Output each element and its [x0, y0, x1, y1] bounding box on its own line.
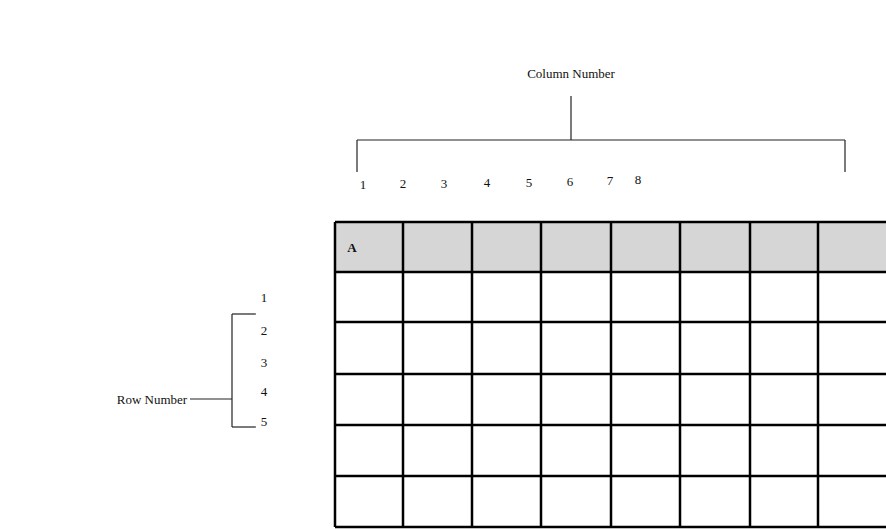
column-number: 6	[567, 175, 574, 188]
column-number: 4	[484, 176, 491, 189]
row-number: 1	[261, 291, 268, 304]
row-bracket	[190, 314, 256, 427]
column-number: 8	[635, 173, 642, 186]
column-number: 7	[607, 174, 614, 187]
row-number: 5	[261, 415, 268, 428]
row-number: 4	[261, 385, 268, 398]
column-number: 3	[441, 177, 448, 190]
row-number: 2	[261, 324, 268, 337]
row-number: 3	[261, 356, 268, 369]
column-bracket	[357, 96, 845, 172]
column-number: 5	[526, 176, 533, 189]
column-number: 1	[360, 178, 367, 191]
table-cell: A	[347, 241, 356, 254]
axis-title: Column Number	[527, 67, 615, 80]
column-number: 2	[400, 177, 407, 190]
axis-title: Row Number	[117, 393, 187, 406]
grid-lines	[335, 222, 886, 527]
